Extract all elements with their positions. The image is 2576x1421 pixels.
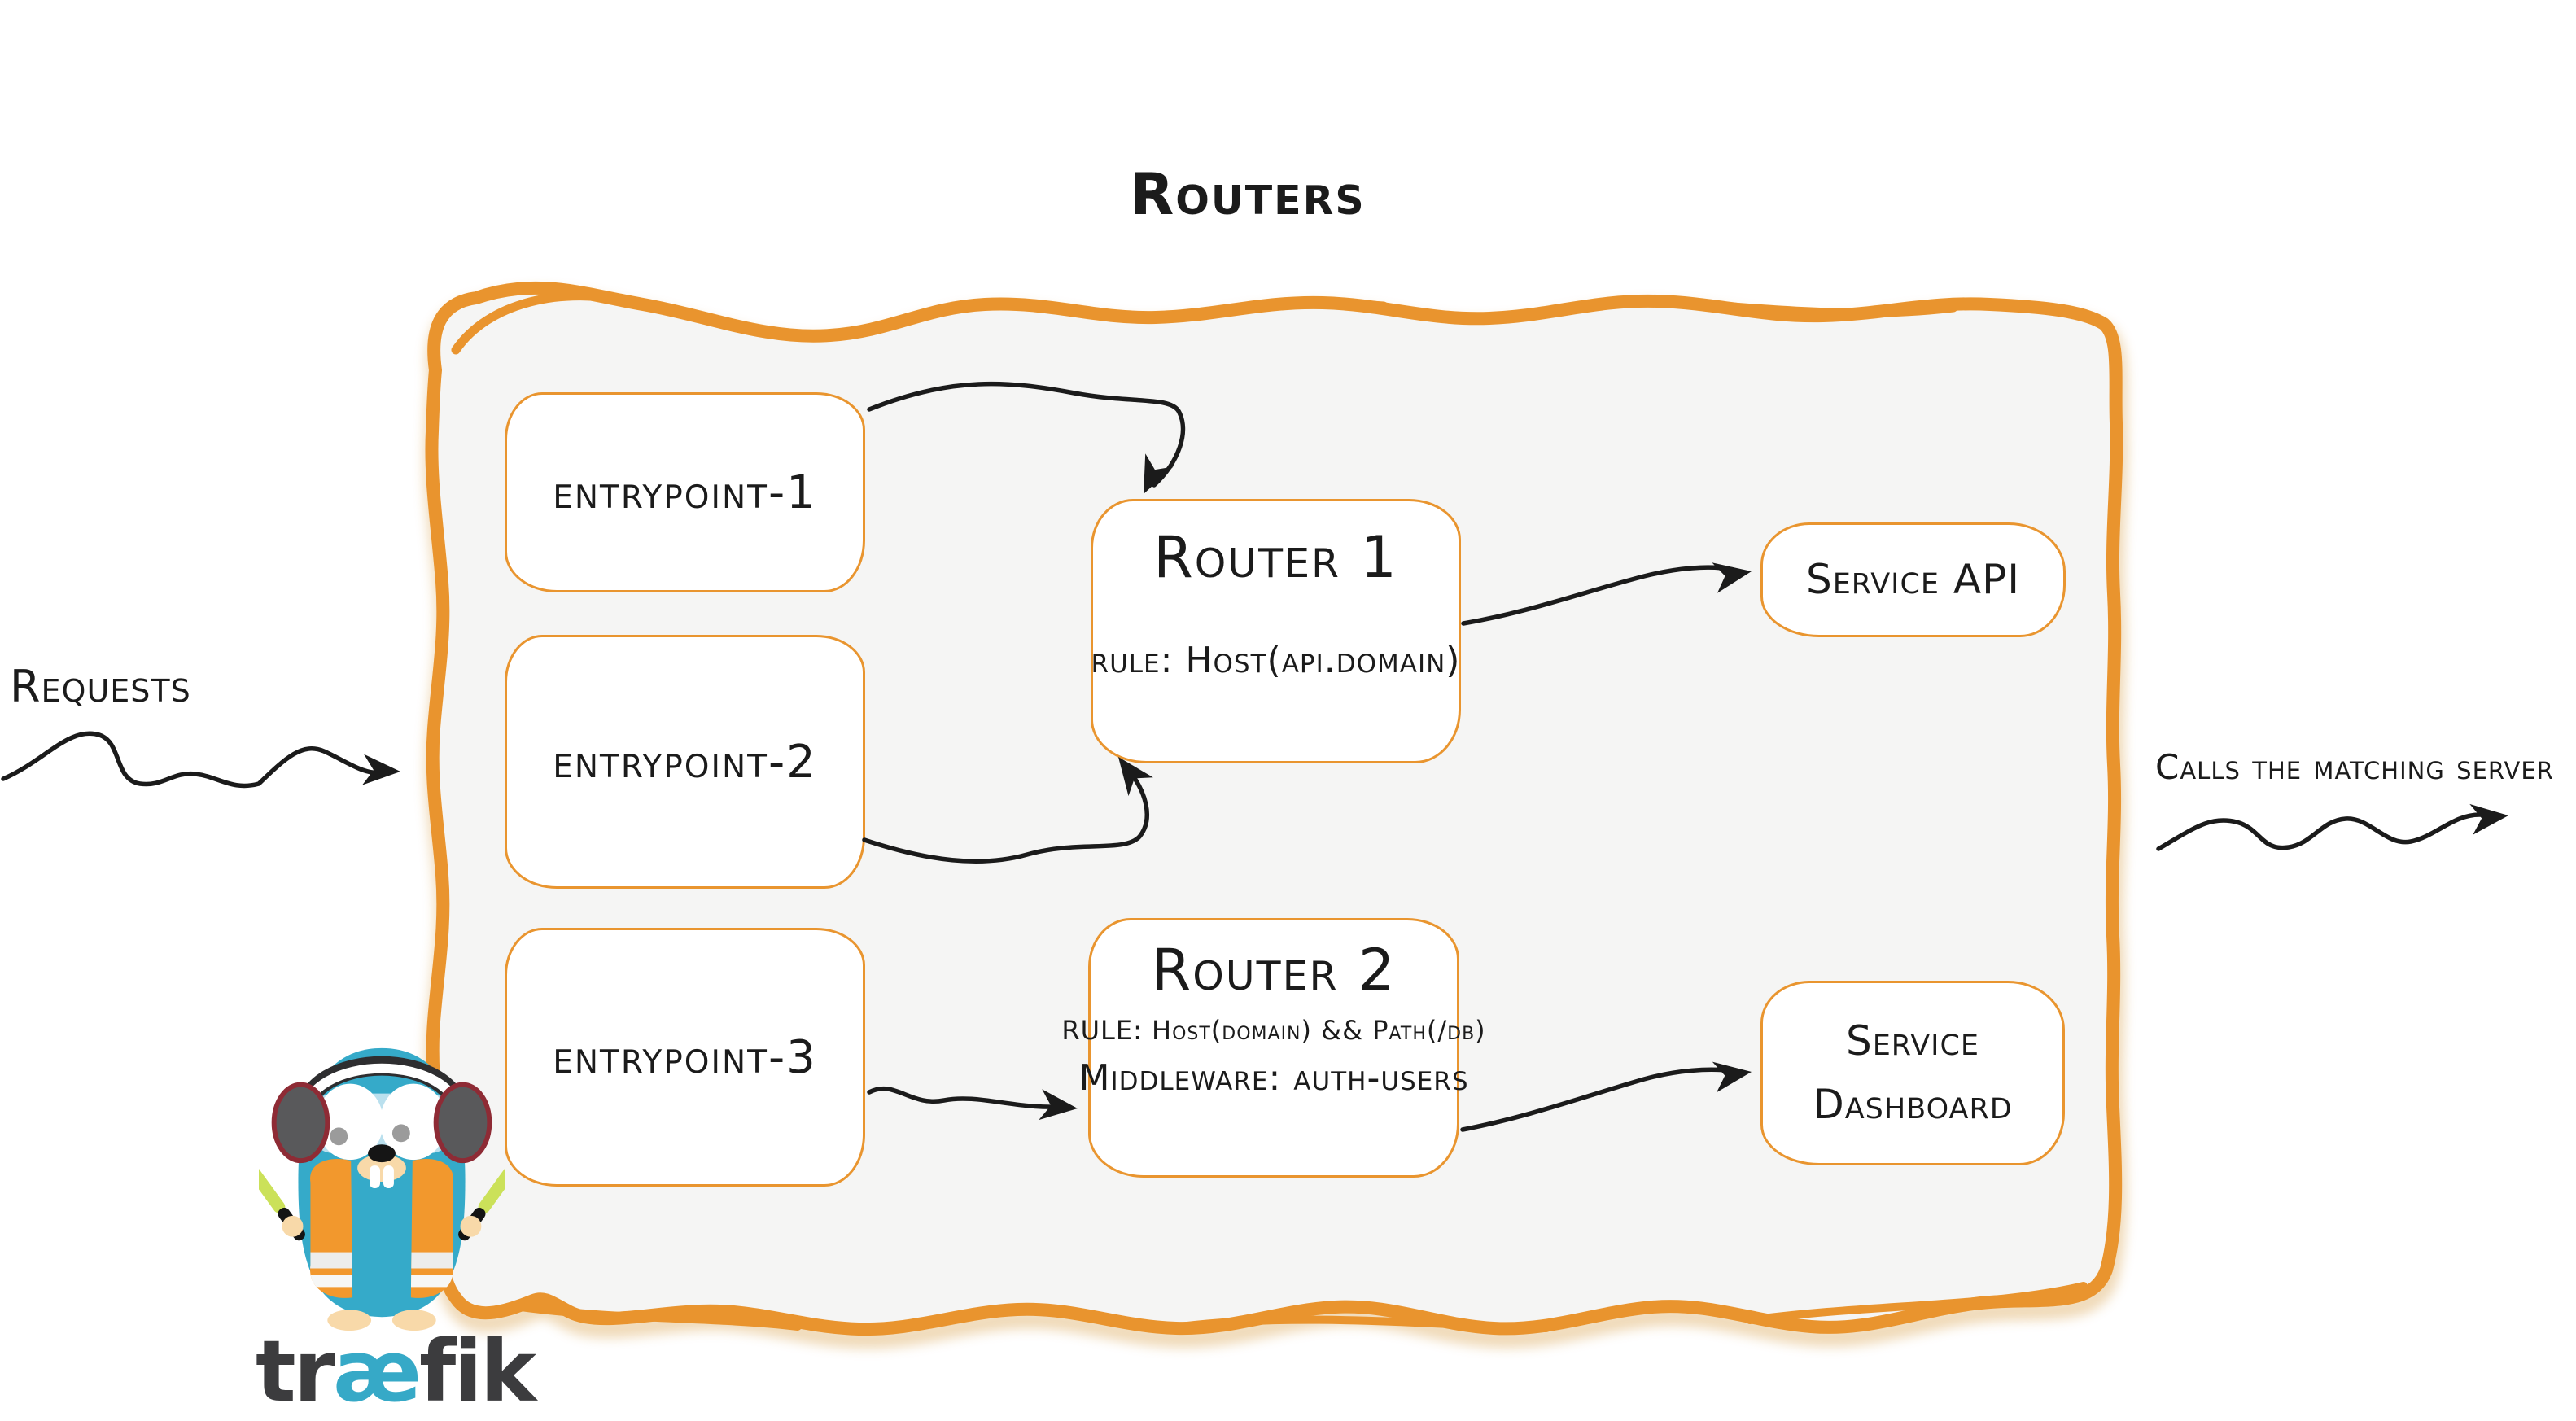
service-dashboard-box: Service Dashboard — [1760, 981, 2065, 1165]
gopher-tooth-right — [383, 1165, 394, 1188]
arrow-router1-to-service-api — [1461, 565, 1736, 626]
service-api-label: Service API — [1805, 555, 2021, 603]
entrypoint-3-label: entrypoint-3 — [553, 1030, 817, 1084]
traefik-gopher-logo — [259, 1047, 505, 1331]
entrypoint-2-box: entrypoint-2 — [505, 635, 865, 889]
gopher-left-hand — [282, 1215, 304, 1237]
entrypoint-3-box: entrypoint-3 — [505, 928, 865, 1187]
arrowhead-ep2-router1 — [1118, 757, 1153, 797]
container-brush-accent-bottom — [517, 1282, 2088, 1332]
calls-matching-server-label: Calls the matching server — [2155, 747, 2554, 787]
arrowhead-requests — [362, 754, 400, 785]
arrow-router2-to-service-dashboard — [1460, 1067, 1736, 1132]
arrow-calls-matching-server — [2156, 812, 2483, 851]
container-brush-accent-top — [451, 291, 1958, 355]
vest-right-panel — [410, 1158, 453, 1298]
arrow-entrypoint2-to-router1 — [862, 766, 1149, 864]
headphone-left-cup — [271, 1082, 330, 1164]
arrowhead-ep3-router2 — [1039, 1089, 1078, 1121]
entrypoint-2-label: entrypoint-2 — [553, 735, 817, 789]
gopher-left-foot — [327, 1310, 372, 1331]
headphone-right-cup — [433, 1082, 492, 1164]
router-1-name: Router 1 — [1153, 524, 1398, 591]
arrowhead-ep1-router1 — [1144, 453, 1174, 494]
wordmark-post: fik — [418, 1322, 536, 1421]
arrow-entrypoint1-to-router1 — [867, 381, 1186, 488]
diagram-title: Routers — [1130, 161, 1366, 228]
wordmark-ae: æ — [332, 1322, 422, 1421]
router-2-name: Router 2 — [1151, 937, 1397, 1003]
router-2-middleware: Middleware: auth-users — [1078, 1057, 1469, 1099]
requests-label: Requests — [10, 661, 191, 712]
router-2-box: Router 2 RULE: Host(domain) && Path(/db)… — [1061, 918, 1485, 1178]
arrow-requests — [1, 731, 385, 789]
service-api-box: Service API — [1760, 522, 2066, 637]
gopher-right-foot — [391, 1310, 436, 1331]
gopher-right-pupil — [391, 1124, 410, 1143]
entrypoint-1-box: entrypoint-1 — [505, 392, 865, 592]
gopher-right-hand — [460, 1215, 482, 1237]
arrow-entrypoint3-to-router2 — [867, 1086, 1061, 1109]
gopher-left-pupil — [330, 1127, 348, 1146]
vest-left-panel — [310, 1158, 353, 1298]
service-dashboard-label: Service Dashboard — [1813, 1017, 2013, 1128]
arrowhead-router2-service-dashboard — [1712, 1061, 1752, 1093]
router-1-box: Router 1 rule: Host(api.domain) — [1091, 499, 1461, 763]
router-1-rule: rule: Host(api.domain) — [1091, 640, 1461, 681]
router-2-rule: RULE: Host(domain) && Path(/db) — [1061, 1015, 1486, 1046]
gopher-nose — [368, 1144, 396, 1163]
entrypoint-1-label: entrypoint-1 — [553, 466, 817, 519]
wordmark-pre: tr — [255, 1322, 335, 1421]
arrowhead-calls — [2469, 803, 2508, 835]
arrowhead-router1-service-api — [1712, 562, 1752, 593]
traefik-wordmark: træfik — [244, 1322, 545, 1421]
gopher-tooth-left — [370, 1165, 381, 1188]
